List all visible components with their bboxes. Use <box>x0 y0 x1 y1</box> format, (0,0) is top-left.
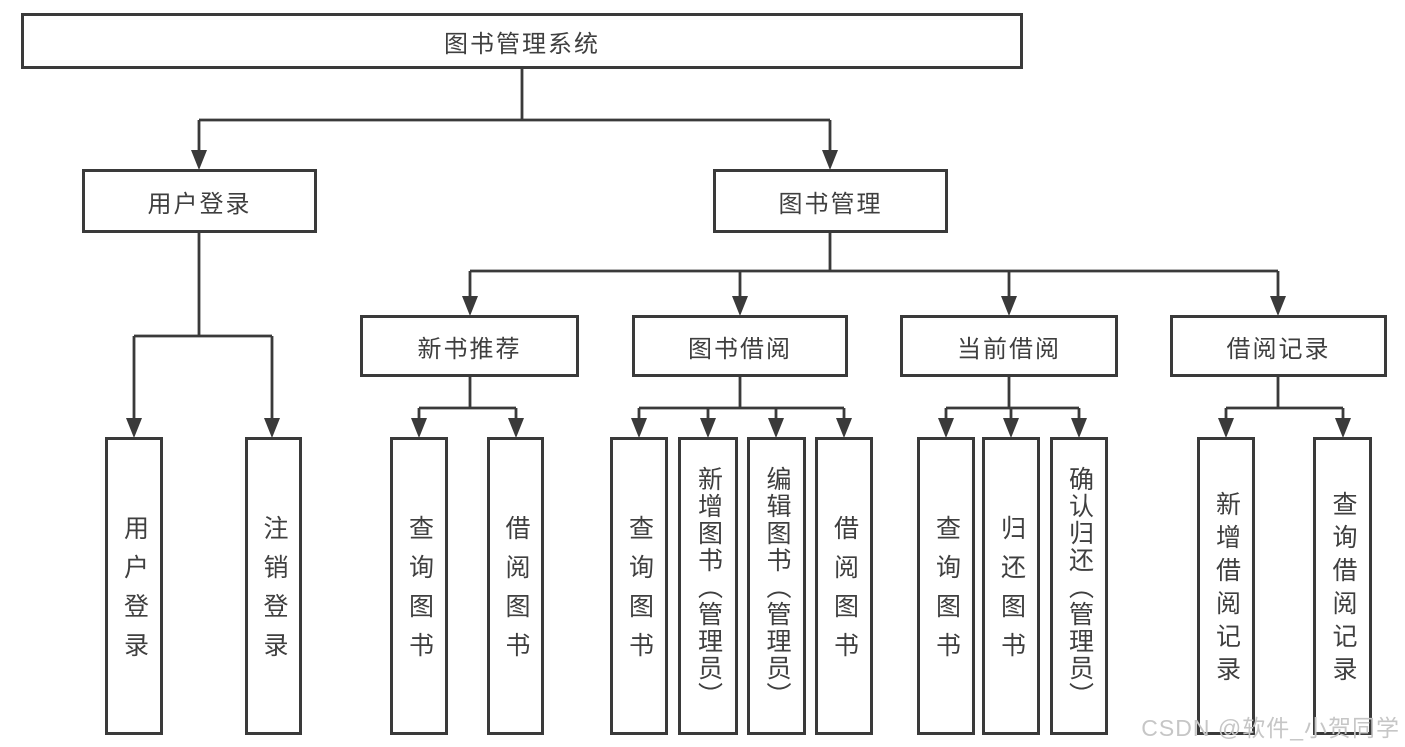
connector-root-to-level2 <box>197 69 832 152</box>
leaf-edit-book-admin: 编辑图书（管理员） <box>747 437 806 735</box>
node-root-label: 图书管理系统 <box>444 30 600 58</box>
leaf-borrow-search-book: 查询图书 <box>610 437 668 735</box>
leaf-borrow-book-label: 借阅图书 <box>830 515 859 671</box>
node-borrow-records: 借阅记录 <box>1170 315 1387 377</box>
leaf-search-borrow-record-label: 查询借阅记录 <box>1329 491 1357 689</box>
leaf-user-login: 用户登录 <box>105 437 163 735</box>
leaf-confirm-return-admin-label: 确认归还（管理员） <box>1065 465 1094 709</box>
leaf-return-book-label: 归还图书 <box>997 515 1026 671</box>
watermark-text: CSDN @软件_小贺同学 <box>1141 715 1400 741</box>
leaf-logout-label: 注销登录 <box>260 515 288 671</box>
leaf-return-book: 归还图书 <box>982 437 1040 735</box>
node-borrow-records-label: 借阅记录 <box>1226 335 1331 363</box>
node-root: 图书管理系统 <box>21 13 1023 69</box>
leaf-user-login-label: 用户登录 <box>120 515 149 671</box>
leaf-borrow-search-book-label: 查询图书 <box>625 515 654 671</box>
node-user-login: 用户登录 <box>82 169 317 233</box>
node-new-book-recommend-label: 新书推荐 <box>417 335 522 363</box>
node-current-borrow: 当前借阅 <box>900 315 1118 377</box>
leaf-recommend-search-book: 查询图书 <box>390 437 448 735</box>
leaf-recommend-search-book-label: 查询图书 <box>405 515 434 671</box>
node-book-borrow-label: 图书借阅 <box>688 335 792 363</box>
leaf-recommend-borrow-book: 借阅图书 <box>487 437 544 735</box>
leaf-add-borrow-record-label: 新增借阅记录 <box>1212 491 1241 689</box>
leaf-recommend-borrow-book-label: 借阅图书 <box>502 515 530 671</box>
connector-level3-to-leaves <box>417 377 1345 420</box>
node-book-management-label: 图书管理 <box>778 190 883 218</box>
leaf-add-borrow-record: 新增借阅记录 <box>1197 437 1255 735</box>
leaf-logout: 注销登录 <box>245 437 302 735</box>
leaf-borrow-book: 借阅图书 <box>815 437 873 735</box>
connector-user-login-to-leaves <box>132 233 274 420</box>
node-user-login-label: 用户登录 <box>147 190 252 218</box>
connector-book-management-to-level3 <box>468 232 1280 298</box>
leaf-current-search-book: 查询图书 <box>917 437 975 735</box>
node-book-borrow: 图书借阅 <box>632 315 848 377</box>
node-book-management: 图书管理 <box>713 169 948 233</box>
leaf-confirm-return-admin: 确认归还（管理员） <box>1050 437 1108 735</box>
leaf-search-borrow-record: 查询借阅记录 <box>1313 437 1372 735</box>
leaf-current-search-book-label: 查询图书 <box>932 515 961 671</box>
node-current-borrow-label: 当前借阅 <box>957 335 1061 363</box>
leaf-edit-book-admin-label: 编辑图书（管理员） <box>763 465 791 709</box>
leaf-add-book-admin-label: 新增图书（管理员） <box>694 465 723 709</box>
node-new-book-recommend: 新书推荐 <box>360 315 579 377</box>
leaf-add-book-admin: 新增图书（管理员） <box>678 437 738 735</box>
